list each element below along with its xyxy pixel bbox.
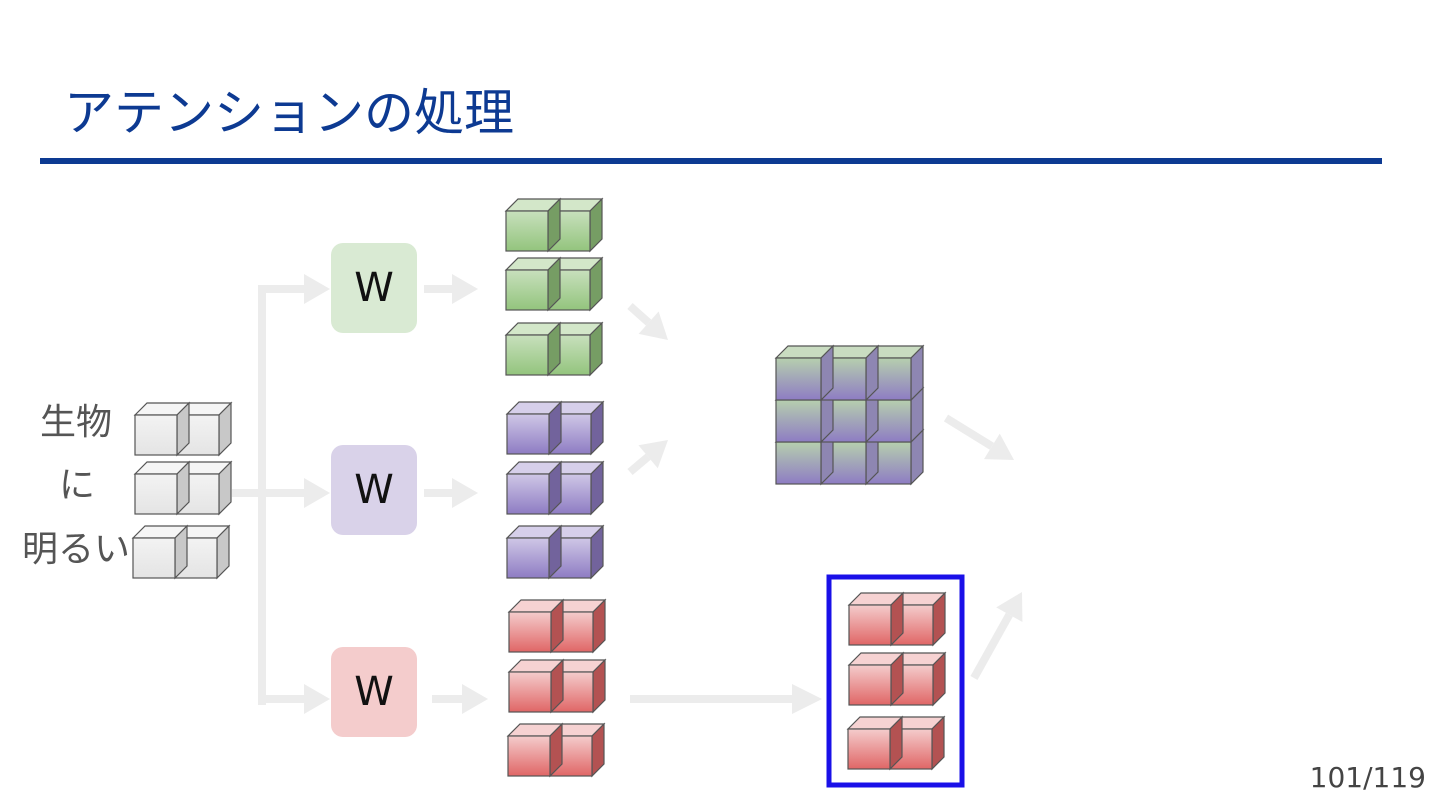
right-arrow-icon [970, 592, 1023, 680]
weight-box-key: W [331, 445, 417, 535]
block-stack [505, 400, 605, 456]
right-arrow-icon [258, 684, 330, 714]
right-arrow-icon [262, 478, 330, 508]
title-underline [40, 158, 1382, 164]
block-stack [847, 651, 947, 707]
blocks-layer [131, 197, 947, 778]
block-stack [507, 598, 607, 654]
slide-title: アテンションの処理 [64, 84, 514, 142]
block-stack [506, 722, 606, 778]
highlight-box [826, 574, 965, 788]
block-stack [131, 524, 231, 580]
input-word-akarui: 明るい [22, 529, 131, 570]
input-word-seibutsu: 生物 [40, 402, 113, 443]
input-word-ni: に [59, 465, 96, 506]
right-arrow-icon [258, 274, 330, 304]
right-arrow-icon [627, 303, 668, 340]
arrows-layer [232, 274, 1023, 714]
block-stack [507, 658, 607, 714]
right-arrow-icon [630, 684, 822, 714]
right-arrow-icon [424, 274, 478, 304]
block-stack [847, 591, 947, 647]
right-arrow-icon [943, 414, 1014, 460]
block-stack [504, 197, 604, 253]
block-stack [505, 524, 605, 580]
right-arrow-icon [424, 478, 478, 508]
block-stack [846, 715, 946, 771]
weight-box-query: W [331, 243, 417, 333]
block-stack [504, 321, 604, 377]
page-number: 101/119 [1309, 761, 1426, 794]
weight-box-value: W [331, 647, 417, 737]
block-stack [133, 460, 233, 516]
block-stack [505, 460, 605, 516]
right-arrow-icon [627, 440, 668, 476]
block-stack [133, 401, 233, 457]
block-stack [504, 256, 604, 312]
right-arrow-icon [432, 684, 488, 714]
attention-score-grid [774, 344, 925, 486]
